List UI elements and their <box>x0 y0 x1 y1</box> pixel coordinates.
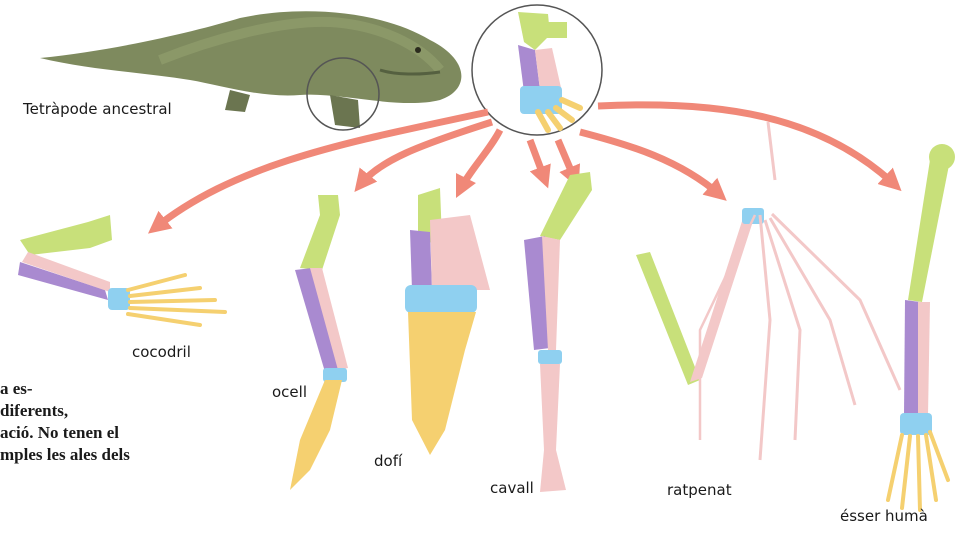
evolution-arrows <box>155 105 895 228</box>
ancestral-limb-bones <box>518 12 580 130</box>
bat-label: ratpenat <box>667 481 732 499</box>
bird-label: ocell <box>272 383 307 401</box>
ancestor-label: Tetràpode ancestral <box>23 100 172 118</box>
crocodile-label: cocodril <box>132 343 191 361</box>
dolphin-label: dofí <box>374 452 402 470</box>
dolphin-limb <box>405 188 490 455</box>
horse-label: cavall <box>490 479 534 497</box>
human-limb <box>888 144 955 510</box>
bird-limb <box>290 195 348 490</box>
caption-line-4: mples les ales dels <box>0 444 130 466</box>
caption-line-2: diferents, <box>0 400 68 422</box>
bat-limb <box>636 122 900 460</box>
caption-line-3: ació. No tenen el <box>0 422 119 444</box>
human-label: ésser humà <box>840 507 928 525</box>
crocodile-limb <box>18 215 225 325</box>
caption-line-1: a es- <box>0 378 33 400</box>
horse-limb <box>524 172 592 492</box>
